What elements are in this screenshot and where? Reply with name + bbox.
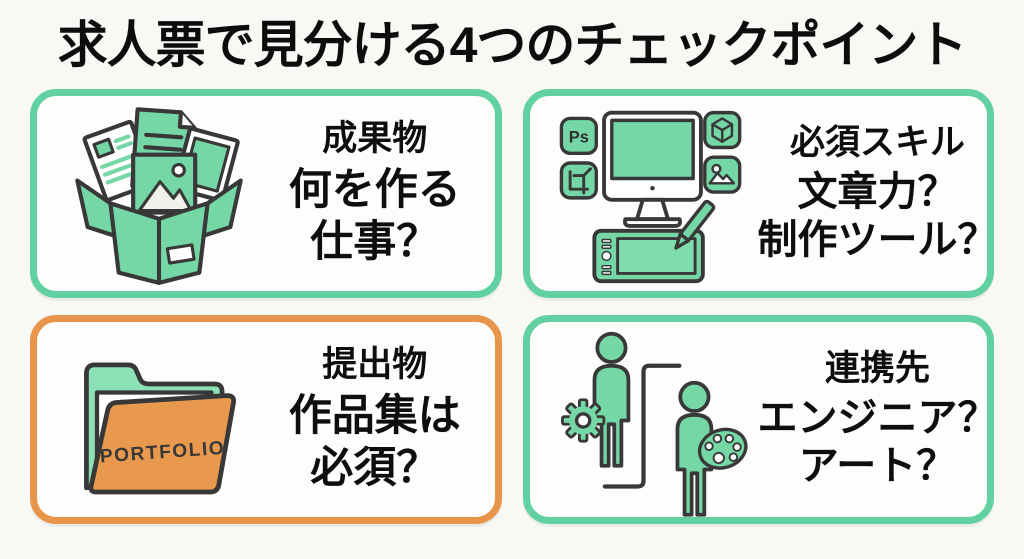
card-question-line: 仕事？ xyxy=(310,218,440,267)
folder-icon: PORTFOLIO xyxy=(84,362,237,494)
card-question-line: 制作ツール？ xyxy=(757,218,994,263)
card-text: 提出物 作品集は 必須？ xyxy=(265,344,485,495)
card-question-line: エンジニア？ xyxy=(757,395,994,440)
portfolio-folder-icon: PORTFOLIO xyxy=(53,331,265,509)
card-text: 連携先 エンジニア？ アート？ xyxy=(757,348,994,491)
page-title: 求人票で見分ける4つのチェックポイント xyxy=(57,17,968,73)
crop-tool-app-icon xyxy=(559,160,598,200)
gear-icon xyxy=(560,397,605,443)
connector-line xyxy=(602,363,681,489)
card-question-line: 何を作る xyxy=(288,165,461,214)
photoshop-app-icon: Ps xyxy=(559,116,598,155)
card-label: 連携先 xyxy=(824,348,930,388)
card-deliverables: 成果物 何を作る 仕事？ xyxy=(30,89,502,298)
palette-icon xyxy=(697,427,748,470)
card-collaborators: 連携先 エンジニア？ アート？ xyxy=(522,315,994,524)
card-question-line: 作品集は xyxy=(288,391,461,440)
box-of-works-icon xyxy=(53,103,265,285)
engineer-person-icon xyxy=(592,331,630,468)
design-workstation-icon: Ps xyxy=(546,101,758,287)
card-label: 必須スキル xyxy=(789,122,965,162)
pen-icon xyxy=(673,199,715,250)
picture-icon xyxy=(131,152,198,215)
svg-text:Ps: Ps xyxy=(568,128,588,146)
card-label: 成果物 xyxy=(322,119,428,159)
people-icon xyxy=(560,331,748,517)
card-question-line: 文章力？ xyxy=(797,169,958,214)
checkpoint-grid: 成果物 何を作る 仕事？ xyxy=(30,89,994,524)
infographic-page: 求人票で見分ける4つのチェックポイント xyxy=(0,18,1024,524)
cube-app-icon xyxy=(702,110,741,149)
open-box-icon xyxy=(75,106,243,285)
card-label: 提出物 xyxy=(322,345,428,385)
engineer-and-artist-icon xyxy=(546,322,758,517)
card-submissions: PORTFOLIO 提出物 作品集は 必須？ xyxy=(30,315,502,524)
card-question-line: アート？ xyxy=(798,444,957,489)
folder-front xyxy=(88,392,237,494)
image-app-icon xyxy=(702,154,741,194)
card-required-skills: Ps xyxy=(522,89,994,298)
card-text: 成果物 何を作る 仕事？ xyxy=(265,118,485,269)
card-text: 必須スキル 文章力？ 制作ツール？ xyxy=(757,122,994,265)
monitor-icon xyxy=(601,110,703,228)
card-question-line: 必須？ xyxy=(310,444,440,493)
workstation-icon: Ps xyxy=(559,110,741,283)
